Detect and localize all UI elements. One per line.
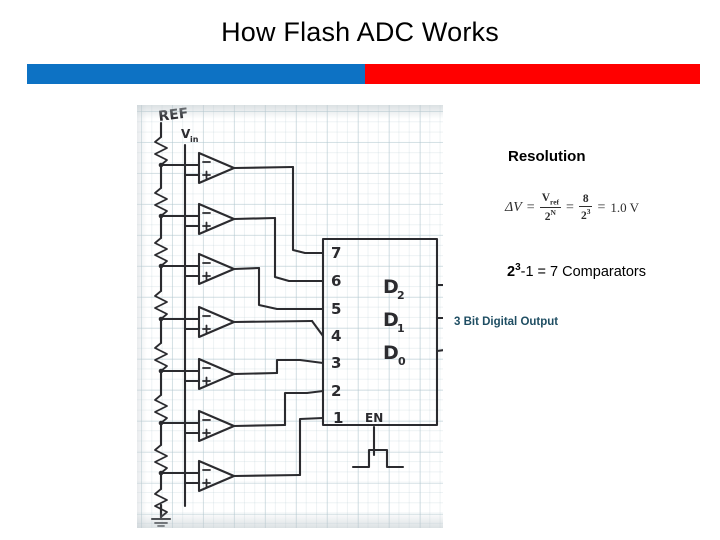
formula-vref-denominator: 2N: [544, 207, 556, 223]
comparator-4: [183, 305, 314, 339]
resolution-heading: Resolution: [508, 148, 586, 165]
formula-vref-numerator: Vref: [541, 192, 560, 207]
comparator-2: [183, 409, 287, 443]
clock-pulse-icon: [351, 448, 405, 469]
encoder-pin-4: 4: [331, 327, 341, 345]
formula-equals-3: =: [597, 200, 606, 216]
formula-result: 1.0 V: [610, 200, 639, 216]
formula-numeric-numerator: 8: [582, 192, 589, 205]
encoder-pin-6: 6: [331, 272, 341, 290]
comparators-note: 23-1 = 7 Comparators: [507, 262, 646, 280]
encoder-pin-7: 7: [331, 244, 341, 262]
priority-encoder-box: [321, 237, 439, 427]
comparator-6: [183, 202, 277, 236]
comparator-3: [183, 357, 279, 391]
resolution-formula: ΔV = Vref 2N = 8 23 = 1.0 V: [505, 192, 715, 223]
comparator-7: [183, 151, 295, 185]
digital-output-note: 3 Bit Digital Output: [454, 316, 559, 328]
vin-label: V: [181, 127, 191, 141]
svg-text:D: D: [383, 276, 399, 298]
svg-text:D: D: [383, 309, 399, 331]
encoder-output-d2: D 2: [383, 276, 443, 302]
accent-bar-blue-segment: [27, 64, 365, 84]
comparators-base: 2: [507, 263, 516, 280]
comparator-5: [183, 252, 261, 286]
svg-text:2: 2: [397, 289, 405, 302]
encoder-pin-2: 2: [331, 382, 341, 400]
formula-equals-1: =: [526, 200, 535, 216]
page-title: How Flash ADC Works: [221, 17, 499, 47]
svg-text:0: 0: [398, 355, 406, 368]
encoder-pin-1: 1: [333, 409, 343, 427]
enable-signal: EN: [351, 411, 405, 469]
encoder-output-d1: D 1: [383, 309, 443, 335]
svg-text:1: 1: [397, 322, 405, 335]
fraction-bar: [578, 206, 593, 208]
formula-equals-2: =: [566, 200, 574, 216]
circuit-diagram-image: REF: [137, 105, 443, 528]
svg-text:D: D: [383, 342, 399, 364]
enable-label: EN: [365, 411, 383, 425]
formula-numeric-denominator: 23: [580, 207, 591, 222]
comparator-1: [183, 459, 302, 493]
comparators-rest: -1 = 7 Comparators: [520, 263, 646, 280]
formula-delta-v: ΔV: [505, 200, 522, 216]
ref-label: REF: [158, 105, 190, 125]
fraction-bar: [539, 206, 562, 208]
flash-adc-schematic: REF: [150, 105, 443, 527]
encoder-pin-3: 3: [331, 354, 341, 372]
accent-bar-red-segment: [365, 64, 700, 84]
encoder-output-d0: D 0: [383, 342, 443, 368]
encoder-pin-5: 5: [331, 300, 341, 318]
accent-bar: [27, 64, 700, 84]
vin-sub-label: in: [190, 135, 199, 144]
formula-fraction-numeric: 8 23: [578, 192, 593, 223]
formula-fraction-vref: Vref 2N: [539, 192, 562, 223]
comparators-exponent: 3: [515, 262, 521, 273]
